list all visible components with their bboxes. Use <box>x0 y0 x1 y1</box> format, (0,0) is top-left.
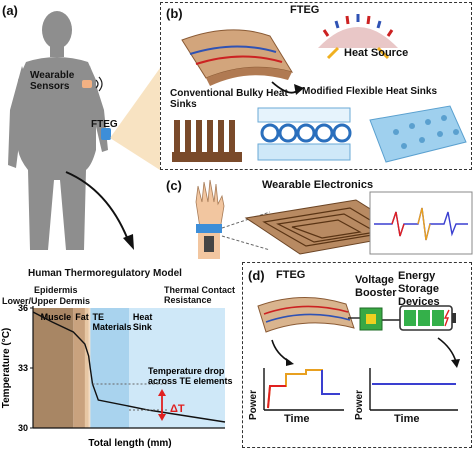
panel-d-label: (d) <box>248 268 265 283</box>
panel-c-label: (c) <box>166 178 182 193</box>
temperature-series-line-0 <box>32 311 226 423</box>
y-axis-label: Temperature (°C) <box>1 328 12 409</box>
heat-source-label: Heat Source <box>344 47 409 59</box>
region-label-heat-sink-1: Sink <box>133 322 153 332</box>
time-label-left: Time <box>284 413 310 425</box>
wearable-sensors-label: Wearable Sensors <box>30 70 75 92</box>
voltage-booster-label: Voltage Booster <box>355 274 397 299</box>
energy-harvesting-illustration <box>257 297 460 411</box>
region-label-heat-sink-0: Heat <box>133 312 153 322</box>
region-te-materials <box>90 308 129 428</box>
annotation-line-1: Temperature drop <box>148 366 225 376</box>
dermis-label: Lower/Upper Dermis <box>2 296 91 306</box>
delta-t-arrow-head-down <box>158 414 166 421</box>
y-tick-label-30: 30 <box>18 423 28 433</box>
y-tick-label-36: 36 <box>18 303 28 313</box>
panel-d-frame <box>242 262 472 448</box>
region-heat-sink <box>129 308 225 428</box>
power-label-left: Power <box>248 389 259 420</box>
delta-t-label: ΔT <box>170 403 185 415</box>
modified-heat-sinks-label: Modified Flexible Heat Sinks <box>302 86 438 97</box>
epidermis-label: Epidermis <box>34 285 78 295</box>
region-epidermis-band <box>88 308 91 428</box>
region-label-fat: Fat <box>75 312 89 322</box>
fteg-label-b: FTEG <box>290 4 320 16</box>
conventional-heat-sinks-label: Conventional Bulky Heat Sinks <box>170 88 288 110</box>
energy-storage-label: Energy Storage Devices <box>398 270 440 308</box>
y-tick-label-33: 33 <box>18 363 28 373</box>
thermal-contact-label: Thermal Contact Resistance <box>164 285 236 305</box>
region-dermis-band <box>84 308 89 428</box>
annotation-line-2: across TE elements <box>148 376 233 386</box>
delta-t-arrow-head-up <box>158 389 166 396</box>
power-label-right: Power <box>354 389 365 420</box>
time-label-right: Time <box>394 413 420 425</box>
human-body-illustration <box>8 11 160 250</box>
region-label-te-materials-0: TE <box>93 312 105 322</box>
panel-a-label: (a) <box>2 3 18 18</box>
region-muscle <box>33 308 74 428</box>
wearable-electronics-illustration <box>195 179 473 259</box>
model-title-label: Human Thermoregulatory Model <box>28 268 182 279</box>
panel-b-label: (b) <box>166 6 183 21</box>
fteg-label-d: FTEG <box>276 269 306 281</box>
region-label-muscle: Muscle <box>41 312 72 322</box>
wearable-electronics-label: Wearable Electronics <box>262 179 374 191</box>
fteg-label-a: FTEG <box>91 119 118 130</box>
panel-b-frame <box>160 2 472 170</box>
region-label-te-materials-1: Materials <box>93 322 132 332</box>
x-axis-label: Total length (mm) <box>88 438 171 449</box>
heat-sink-illustrations <box>172 14 467 163</box>
